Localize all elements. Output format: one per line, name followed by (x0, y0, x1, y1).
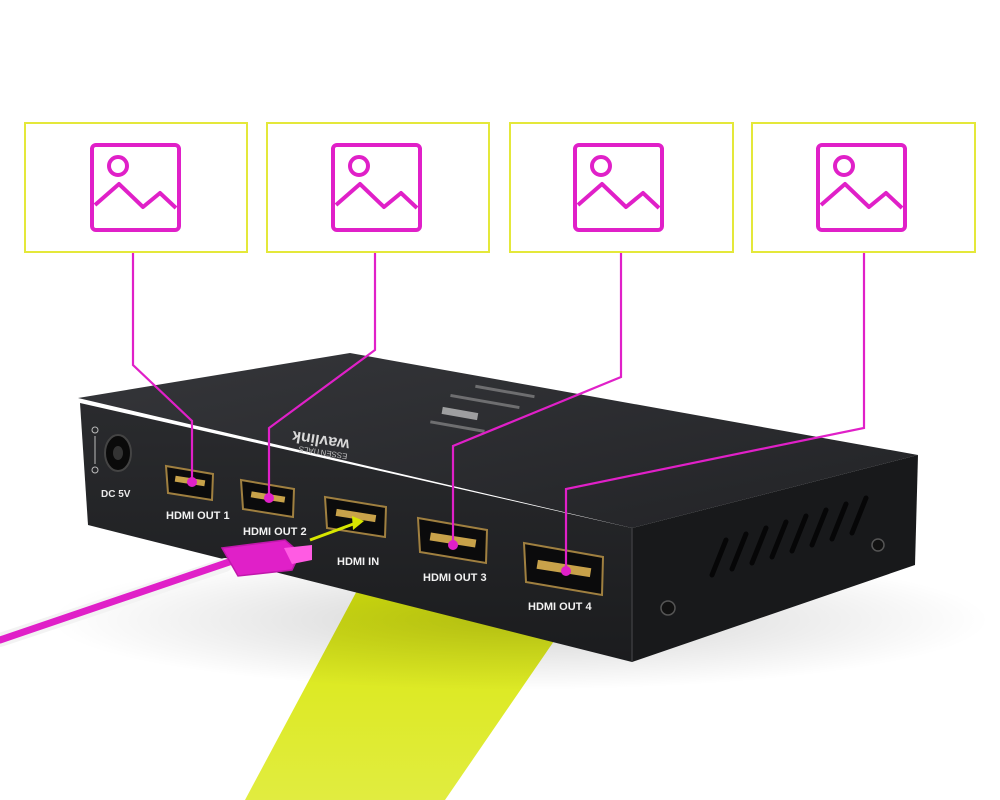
port-label-out1: HDMI OUT 1 (166, 510, 230, 522)
spec-text (450, 393, 520, 410)
port-label-out3: HDMI OUT 3 (423, 572, 487, 584)
display-4 (751, 122, 976, 253)
display-2 (266, 122, 490, 253)
side-vents (709, 495, 869, 578)
screw-icon (660, 600, 676, 616)
image-placeholder-icon (331, 143, 422, 232)
display-1 (24, 122, 248, 253)
spec-text (475, 384, 535, 399)
port-label-out2: HDMI OUT 2 (243, 526, 307, 538)
port-label-in: HDMI IN (337, 556, 379, 568)
port-label-out4: HDMI OUT 4 (528, 601, 592, 613)
hdmi-port-in[interactable] (323, 495, 388, 539)
device-top-face (78, 353, 918, 528)
port-markers (187, 477, 571, 576)
power-label: DC 5V (101, 489, 131, 500)
power-jack (91, 426, 132, 474)
hdmi-input-cable (0, 516, 364, 647)
output-lines (131, 252, 866, 570)
image-placeholder-icon (573, 143, 664, 232)
spec-text (430, 420, 485, 433)
image-placeholder-icon (90, 143, 181, 232)
display-3 (509, 122, 734, 253)
image-placeholder-icon (816, 143, 907, 232)
spec-badge (441, 406, 479, 421)
screw-icon (871, 538, 885, 552)
